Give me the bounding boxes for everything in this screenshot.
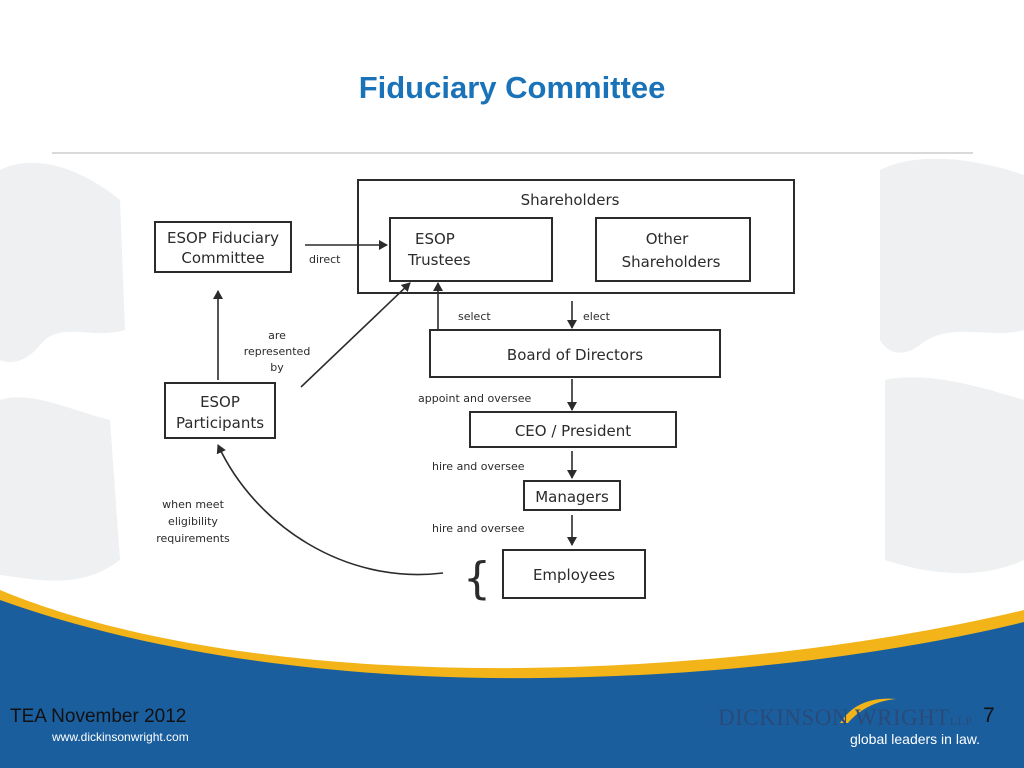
hire-oversee-label-2: hire and oversee	[432, 522, 525, 535]
diagram-panel	[125, 165, 880, 610]
org-diagram: Shareholders ESOP Trustees Other Shareho…	[154, 179, 795, 604]
managers-label: Managers	[535, 488, 609, 506]
world-map-decoration	[0, 158, 1024, 581]
esop-trustees-label-1: ESOP	[415, 230, 455, 248]
eligibility-label-2: eligibility	[168, 515, 218, 528]
esop-fiduciary-committee-label-2: Committee	[181, 249, 264, 267]
managers-box	[523, 480, 621, 511]
logo-firm-name: DICKINSON WRIGHT	[718, 705, 950, 730]
represented-label-2: represented	[244, 345, 311, 358]
logo-tagline: global leaders in law.	[850, 731, 980, 747]
esop-participants-label-2: Participants	[176, 414, 264, 432]
board-of-directors-label: Board of Directors	[507, 346, 643, 364]
esop-fiduciary-committee-label-1: ESOP Fiduciary	[167, 229, 279, 247]
participants-to-trustees-arrow	[300, 282, 411, 388]
other-shareholders-label-1: Other	[646, 230, 689, 248]
page-number: 7	[983, 704, 995, 727]
appoint-oversee-label: appoint and oversee	[418, 392, 531, 405]
employees-brace: {	[463, 553, 491, 604]
shareholders-label: Shareholders	[521, 191, 620, 209]
logo-suffix: LLP	[949, 714, 973, 728]
logo-swoosh-icon	[840, 698, 896, 723]
esop-fiduciary-committee-box	[154, 221, 292, 273]
employees-box	[502, 549, 646, 599]
footer-url[interactable]: www.dickinsonwright.com	[52, 730, 189, 744]
represented-label-3: by	[270, 361, 284, 374]
logo-name: DICKINSON WRIGHTLLP	[718, 705, 973, 731]
eligibility-label-1: when meet	[162, 498, 224, 511]
slide-title: Fiduciary Committee	[358, 70, 666, 105]
esop-participants-label-1: ESOP	[200, 393, 240, 411]
shareholders-box	[357, 179, 795, 294]
select-label: select	[458, 310, 491, 323]
other-shareholders-label-2: Shareholders	[622, 253, 721, 271]
represented-label-1: are	[268, 329, 286, 342]
hire-oversee-label-1: hire and oversee	[432, 460, 525, 473]
ceo-president-box	[469, 411, 677, 448]
title-divider	[52, 152, 973, 154]
dickinson-wright-logo: DICKINSON WRIGHTLLP global leaders in la…	[718, 695, 988, 755]
footer-blue-wave	[0, 600, 1024, 768]
other-shareholders-box	[595, 217, 751, 282]
direct-label: direct	[309, 253, 341, 266]
elect-label: elect	[583, 310, 611, 323]
footer-event: TEA November 2012	[10, 706, 187, 727]
esop-trustees-label-2: Trustees	[407, 251, 471, 269]
eligibility-arrow	[216, 444, 444, 576]
employees-label: Employees	[533, 566, 615, 584]
eligibility-label-3: requirements	[156, 532, 230, 545]
esop-participants-box	[164, 382, 276, 439]
board-of-directors-box	[429, 329, 721, 378]
esop-trustees-box	[389, 217, 553, 282]
ceo-president-label: CEO / President	[515, 422, 631, 440]
